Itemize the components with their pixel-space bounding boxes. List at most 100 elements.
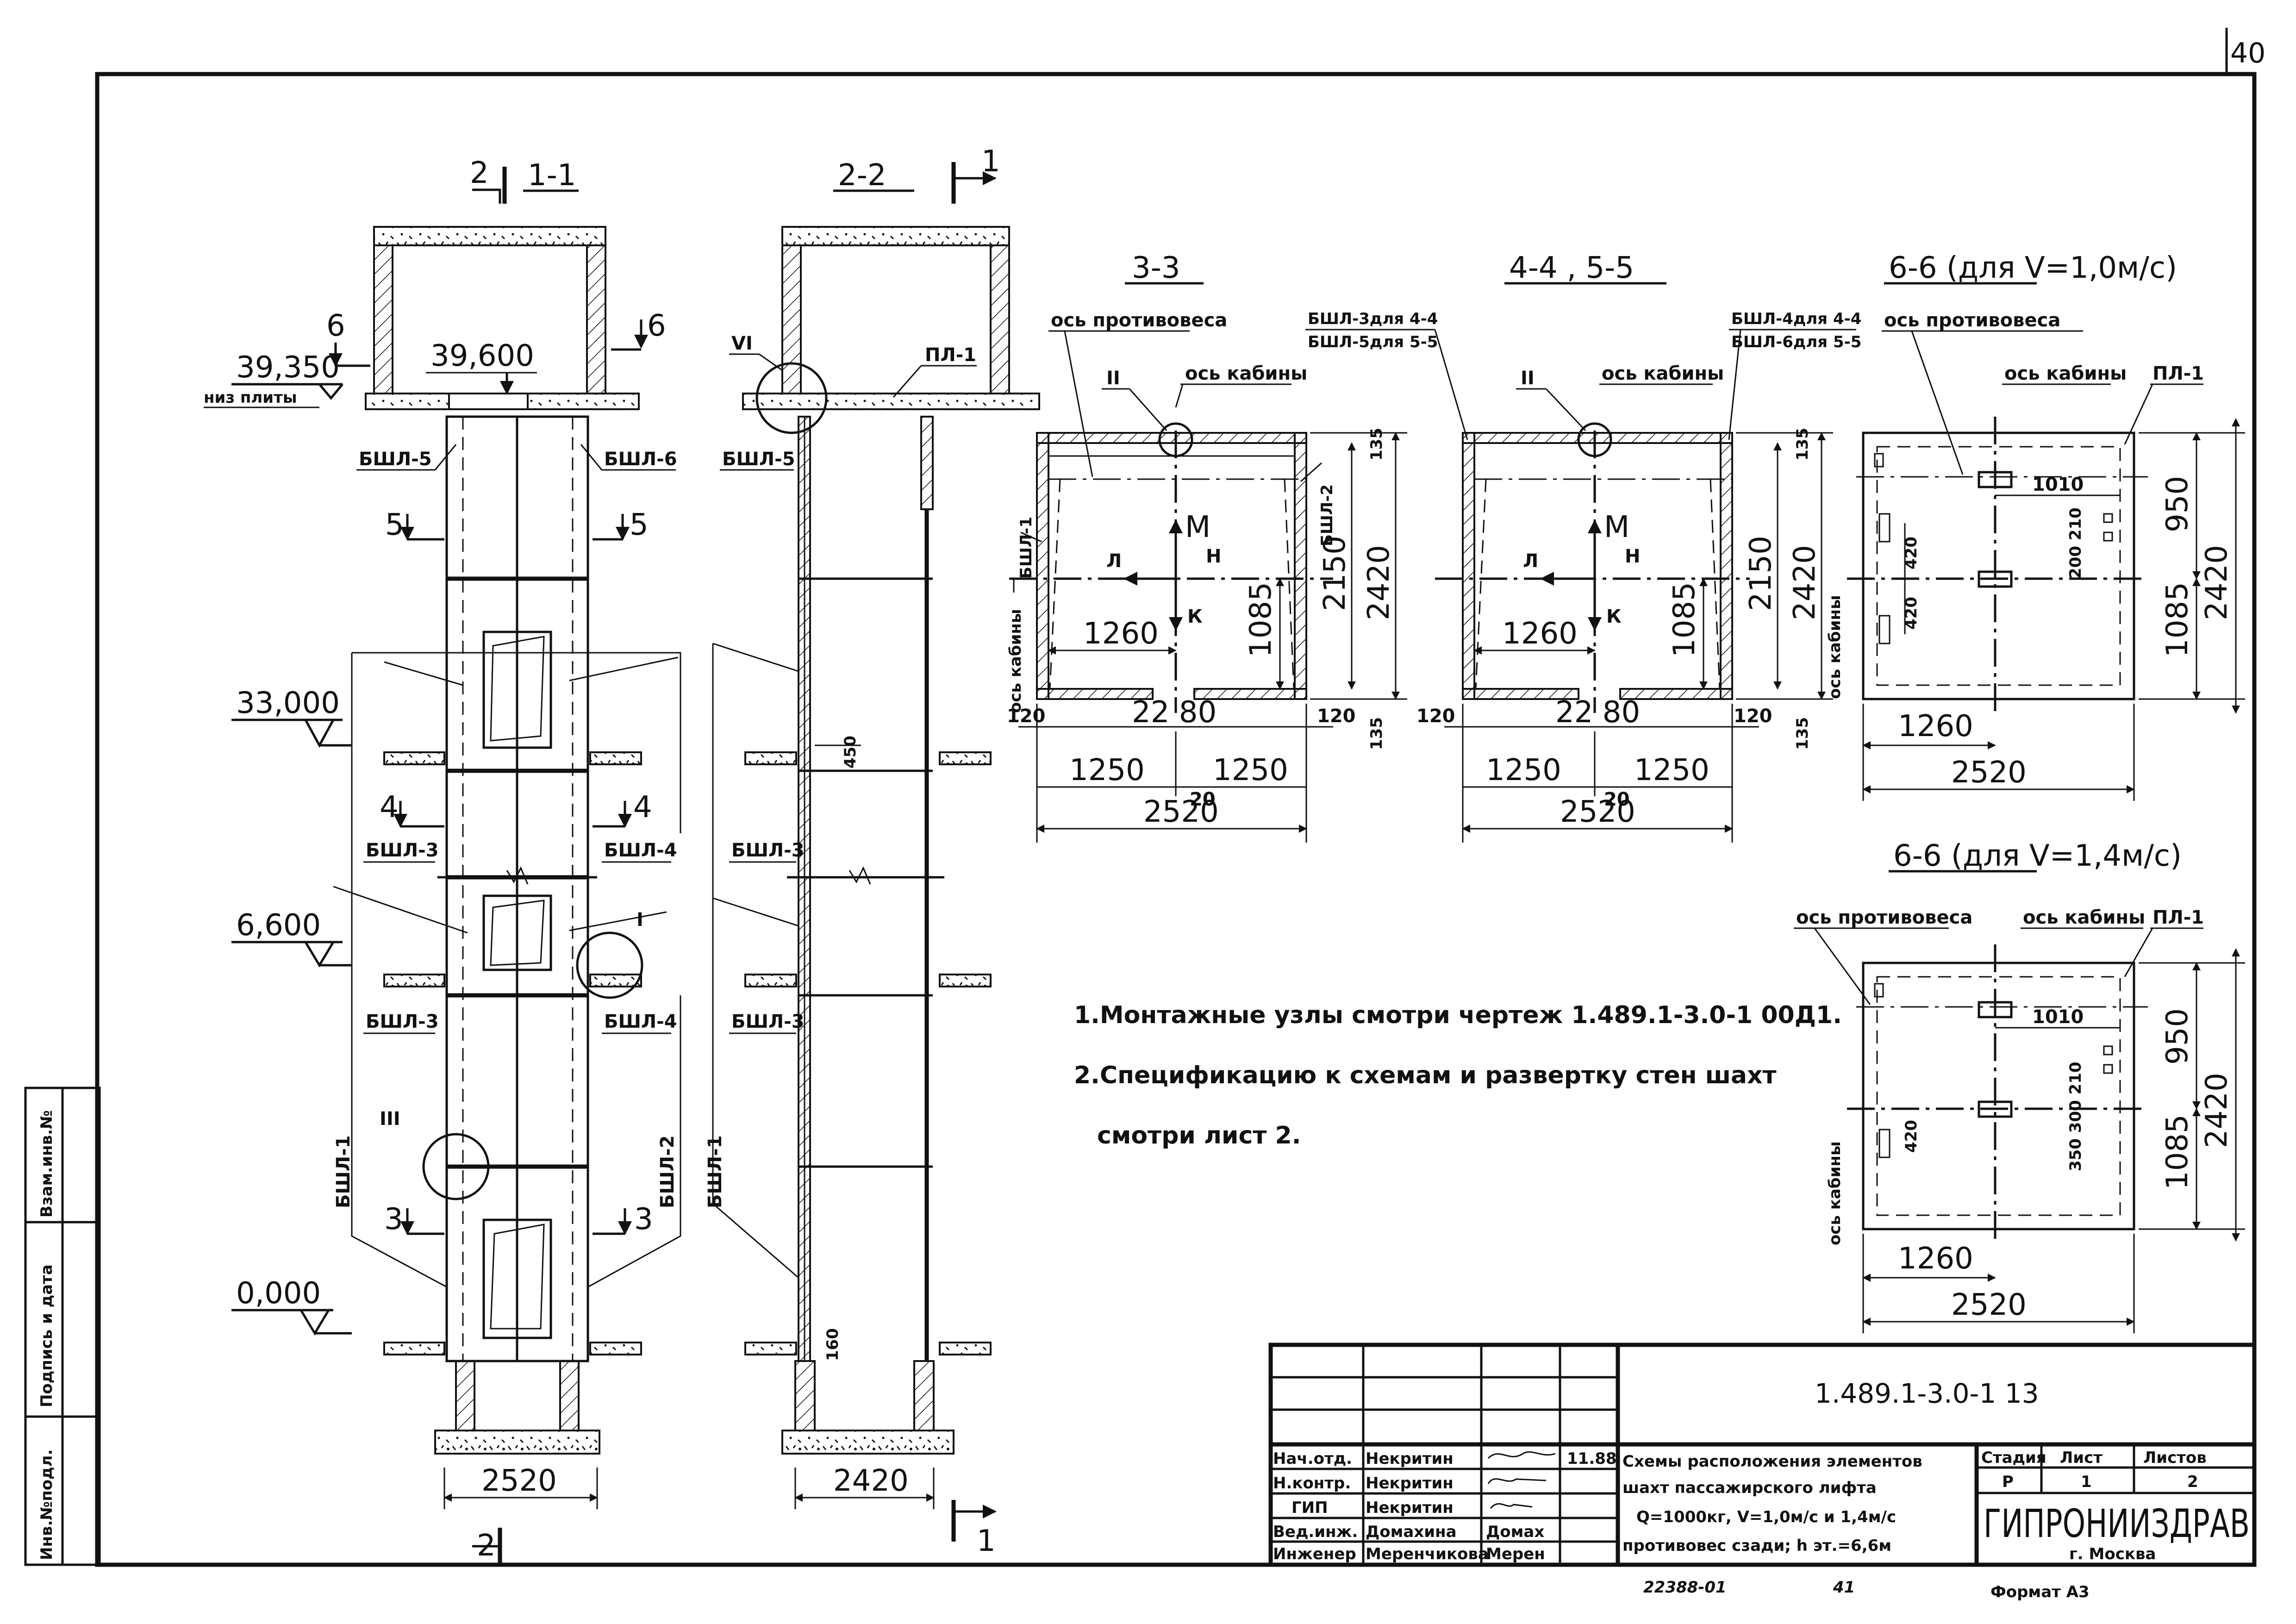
dim-950-66b: 950 [2160,1008,2195,1065]
arrow-K-33: К [1187,606,1203,627]
dim-2520-11: 2520 [481,1464,557,1498]
dim-2420-66a: 2420 [2200,545,2234,620]
section-6-6b-title: 6-6 (для V=1,4м/с) [1893,839,2182,873]
label-bsl3-11a: БШЛ-3 [366,840,439,861]
arrow-L-44: Л [1523,550,1538,572]
label-bsl5-11: БШЛ-5 [359,449,432,470]
label-bsl3-22a: БШЛ-3 [731,840,805,861]
arrow-K-44: К [1606,606,1622,627]
dim-2520-33: 2520 [1143,795,1219,829]
dim-2280-44: 22 80 [1555,695,1640,730]
dim-450: 450 [841,736,860,768]
dim-2420-33: 2420 [1362,545,1396,620]
side-stamp: Инв.№подл. Подпись и дата Взам.инв.№ [24,1087,101,1566]
label-bsl3-22b: БШЛ-3 [731,1011,805,1032]
dim-1260-66a: 1260 [1898,709,1973,743]
roman-II-33: II [1106,368,1120,389]
tb-inv: 22388-01 [1643,1578,1727,1597]
roman-VI: VI [731,333,753,354]
tb-sheets-header: Листов [2143,1449,2207,1467]
tb-title-2: шахт пассажирского лифта [1622,1479,1877,1497]
stamp-podpis-data: Подпись и дата [37,1264,56,1407]
dim-135-44b: 135 [1793,717,1812,750]
note-2: 2.Спецификацию к схемам и развертку стен… [1074,1062,1777,1089]
dim-20-33: 20 [1190,789,1216,810]
label-pl1-22: ПЛ-1 [925,344,976,366]
section-3-3-title: 3-3 [1132,251,1180,285]
dim-2520-44: 2520 [1560,795,1635,829]
arrow-N-33: Н [1206,546,1221,567]
dim-1085-44: 1085 [1667,582,1702,657]
dim-350-300-210-66b: 350 300 210 [2066,1062,2085,1171]
label-bsl1-22: БШЛ-1 [705,1135,726,1208]
section-4-4-5-5: 4-4 , 5-5 М Н Л К БШЛ-3для 4-4 БШЛ-5для … [1305,251,1861,843]
label-bsl3-for-44: БШЛ-3для 4-4 [1308,310,1438,328]
marker-5-left: 5 [385,508,404,542]
tb-title-4: противовес сзади; h эт.=6,6м [1622,1537,1891,1555]
signature-3 [1490,1503,1533,1509]
dim-120-33a: 120 [1007,706,1046,727]
label-os-kab-66a: ось кабины [2004,363,2127,384]
tb-name-5: Меренчикова [1366,1545,1489,1563]
roman-I-11: I [636,909,643,931]
section-3-3: 3-3 М Н Л К ось противовеса II ось кабин… [1006,251,1407,843]
dim-1260-44: 1260 [1502,617,1578,651]
dim-2520-66b: 2520 [1951,1288,2027,1322]
section-2-2-title: 2-2 [838,158,886,193]
elev-0000: 0,000 [236,1276,321,1311]
dim-1010-66b: 1010 [2032,1006,2084,1028]
label-bsl1-11: БШЛ-1 [333,1135,354,1208]
tb-sign-4: Домах [1486,1523,1544,1541]
elev-6600: 6,600 [236,908,321,943]
tb-num: 41 [1833,1578,1855,1597]
label-os-prot-66a: ось противовеса [1884,310,2060,331]
dim-135-33b: 135 [1367,717,1386,750]
sheet-frame [95,72,2257,1567]
label-os-kab-44: ось кабины [1602,363,1724,384]
dim-1250-33b: 1250 [1213,753,1288,787]
tb-format: Формат А3 [1990,1583,2090,1601]
stamp-inv-podl: Инв.№подл. [37,1449,56,1560]
note-1: 1.Монтажные узлы смотри чертеж 1.489.1-3… [1074,1001,1842,1029]
note-2b: смотри лист 2. [1097,1122,1301,1149]
dim-1085-33: 1085 [1244,582,1278,657]
tb-org: ГИПРОНИИЗДРАВ [1984,1501,2250,1546]
roman-II-44: II [1521,368,1535,389]
elev-niz-plity: низ плиты [204,388,297,407]
dim-135-44a: 135 [1793,428,1812,461]
roman-III-11: III [380,1108,400,1130]
title-block: 1.489.1-3.0-1 13 Схемы расположения элем… [1268,1343,2257,1601]
notes: 1.Монтажные узлы смотри чертеж 1.489.1-3… [1074,1001,1842,1149]
marker-6-left: 6 [326,309,345,343]
marker-3-left: 3 [384,1202,403,1237]
section-4-4-title: 4-4 , 5-5 [1509,251,1634,285]
arrow-L-33: Л [1106,550,1122,572]
tb-city: г. Москва [2069,1545,2156,1563]
dim-1010-66a: 1010 [2032,474,2084,495]
label-bsl6-for-55: БШЛ-6для 5-5 [1731,333,1861,351]
elev-33000: 33,000 [236,686,340,720]
tb-name-2: Некритин [1366,1474,1454,1493]
dim-2520-66a: 2520 [1951,756,2027,790]
label-bsl4-11b: БШЛ-4 [604,1011,677,1032]
tb-date-1: 11.88 [1567,1449,1617,1468]
label-os-kab-66b: ось кабины [2023,907,2145,928]
arrow-M-44: М [1604,510,1629,544]
dim-2280-33: 22 80 [1132,695,1217,730]
label-bsl4-for-44: БШЛ-4для 4-4 [1731,310,1861,328]
section-2-2: 2-2 1 VI ПЛ-1 450 [705,144,1040,1558]
dim-1085-66a: 1085 [2160,582,2195,657]
dim-2420-44: 2420 [1788,545,1822,620]
label-os-prot-66b: ось противовеса [1796,907,1972,928]
tb-name-1: Некритин [1366,1449,1454,1468]
dim-2150-44: 2150 [1744,536,1778,611]
dim-1260-66b: 1260 [1898,1242,1973,1276]
label-bsl2-33: БШЛ-2 [1318,484,1336,546]
label-bsl5-22: БШЛ-5 [722,449,795,470]
tb-title-3: Q=1000кг, V=1,0м/с и 1,4м/с [1636,1508,1896,1526]
tb-name-3: Некритин [1366,1499,1454,1517]
dim-1250-33a: 1250 [1069,753,1145,787]
label-bsl1-33: БШЛ-1 [1017,517,1036,579]
label-os-prot-33: ось противовеса [1051,310,1227,331]
dim-200-210-66a: 200 210 [2066,507,2085,579]
